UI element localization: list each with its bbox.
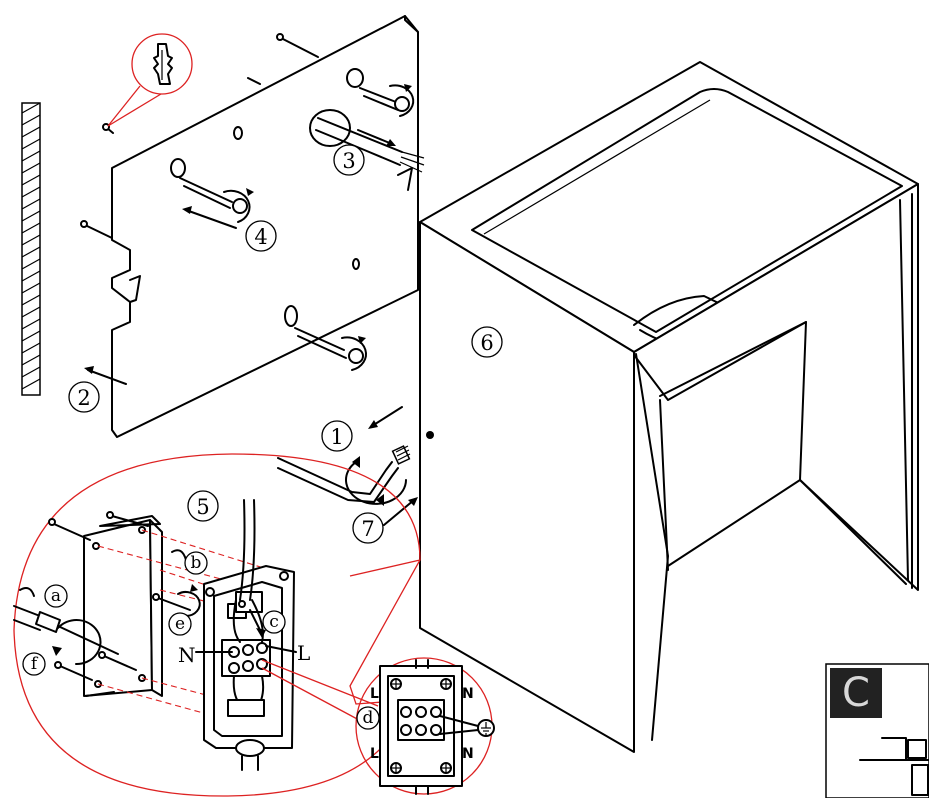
svg-text:5: 5	[196, 495, 209, 519]
svg-text:7: 7	[361, 517, 374, 541]
step-3: 3	[333, 144, 365, 176]
slot-hole	[346, 68, 364, 88]
step-7: 7	[352, 512, 384, 544]
svg-text:4: 4	[254, 225, 267, 249]
corner-badge-letter: C	[842, 670, 870, 716]
step-5: 5	[187, 490, 219, 522]
svg-text:3: 3	[342, 149, 355, 173]
svg-text:6: 6	[480, 331, 493, 355]
wall-plug-icon	[153, 43, 173, 85]
slot-hole	[284, 305, 298, 327]
supply-cable	[315, 117, 425, 173]
earth-ground-icon	[477, 719, 495, 737]
wall-plug-callout	[107, 33, 193, 127]
substep-c: c	[262, 610, 286, 634]
terminal-label-bottom-right: N	[462, 746, 474, 762]
svg-text:a: a	[51, 586, 61, 606]
plate-hole	[352, 258, 360, 270]
svg-text:c: c	[269, 612, 279, 632]
substep-d: d	[356, 706, 380, 730]
plate-screw-top-right	[359, 84, 415, 117]
wall-screw	[280, 37, 319, 58]
svg-text:1: 1	[330, 425, 343, 449]
step-2: 2	[68, 381, 100, 413]
step-6: 6	[471, 326, 503, 358]
step-1: 1	[321, 420, 353, 452]
svg-text:b: b	[191, 553, 202, 573]
svg-text:f: f	[31, 654, 39, 674]
cable-entry-hole	[309, 109, 351, 147]
substep-a: a	[44, 584, 68, 608]
wall-luminaire	[419, 61, 919, 753]
junction-box-callout	[13, 453, 421, 797]
svg-text:d: d	[363, 708, 374, 728]
substep-f: f	[22, 652, 46, 676]
plate-hole	[233, 126, 243, 140]
substep-e: e	[168, 612, 192, 636]
step-4: 4	[245, 220, 277, 252]
substep-b: b	[184, 551, 208, 575]
live-label: L	[297, 641, 310, 665]
grub-screw-icon	[391, 445, 411, 465]
allen-key	[277, 430, 433, 506]
neutral-label: N	[178, 643, 196, 667]
terminal-label-bottom-left: L	[370, 746, 379, 762]
terminal-label-top-left: L	[370, 686, 379, 702]
terminal-label-top-right: N	[462, 686, 474, 702]
slot-hole	[170, 158, 186, 178]
svg-text:e: e	[175, 614, 185, 634]
plate-screw-bottom	[294, 327, 367, 371]
svg-text:2: 2	[77, 386, 90, 410]
wall-hatch	[21, 102, 41, 396]
plate-screw-4	[179, 177, 254, 229]
terminal-detail	[355, 657, 495, 795]
screwdriver-icon	[13, 587, 119, 666]
junction-box-assembly	[13, 499, 379, 771]
corner-badge: C	[825, 663, 929, 799]
